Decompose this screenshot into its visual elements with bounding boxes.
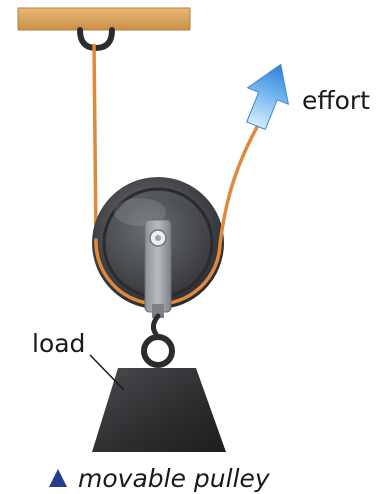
load-hook [141, 313, 175, 368]
load-label: load [32, 329, 85, 358]
ceiling-hook [77, 27, 115, 52]
load-leader-line [89, 354, 125, 391]
caption-text: movable pulley [78, 464, 271, 493]
axle-bracket [144, 219, 172, 318]
blue-triangle-icon [49, 469, 67, 487]
ceiling-beam [17, 7, 191, 31]
rope-wrap-segment [94, 116, 264, 306]
effort-arrow-icon [246, 63, 290, 131]
rope-left-segment [92, 43, 98, 241]
load-block [92, 368, 226, 452]
effort-label: effort [302, 86, 370, 115]
